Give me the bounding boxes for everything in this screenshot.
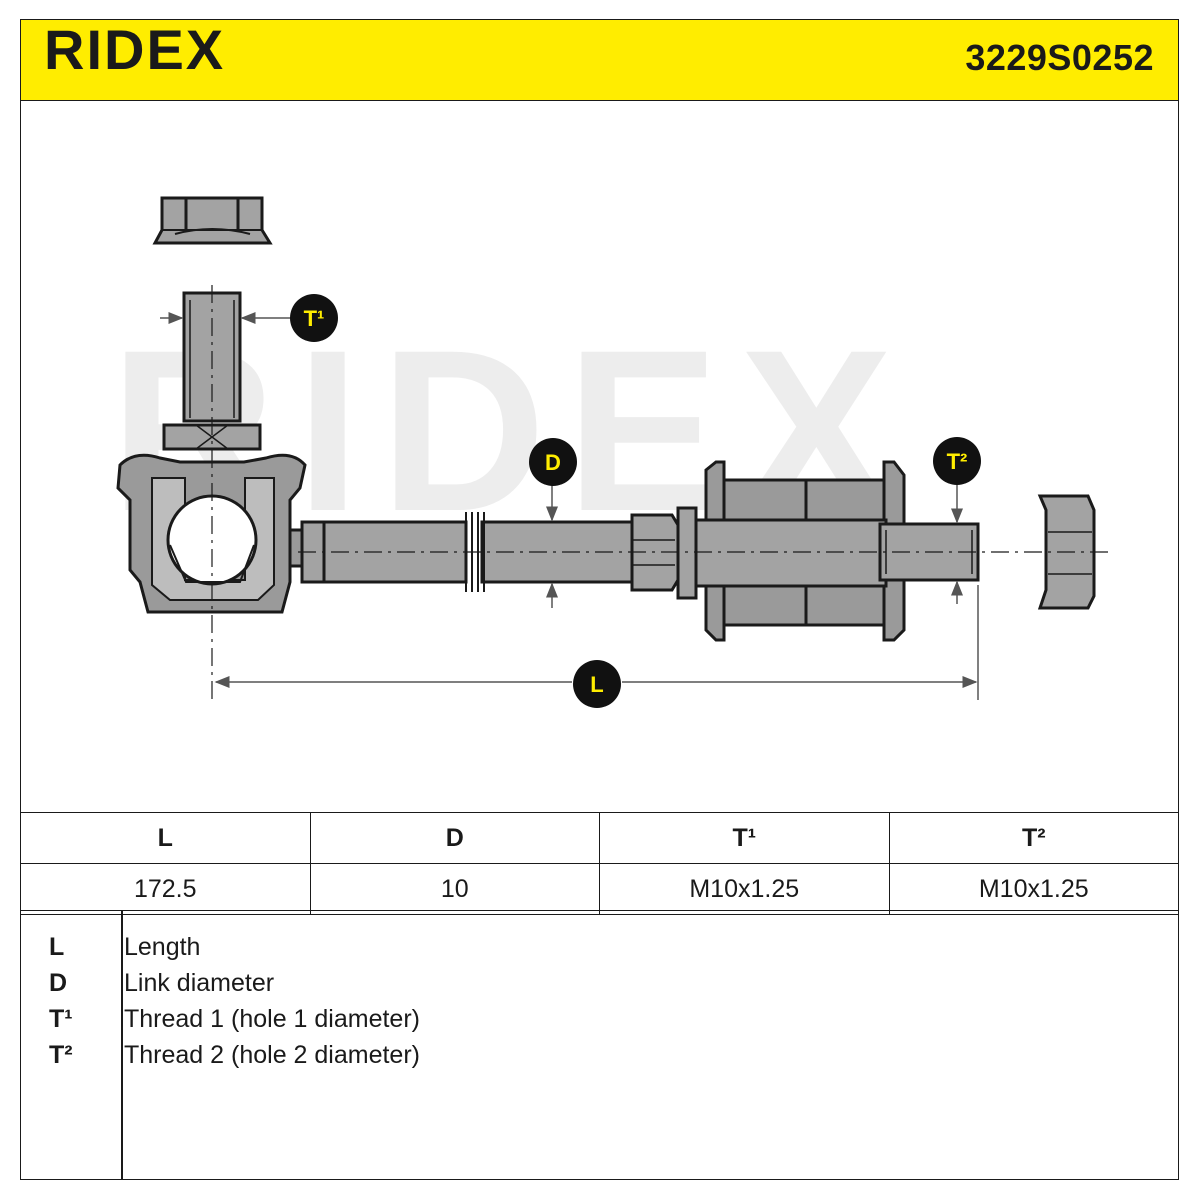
d-badge-label: D: [545, 450, 561, 475]
spec-header-d: D: [309, 812, 600, 864]
legend-key: T¹: [49, 1005, 73, 1033]
legend-key: T²: [49, 1041, 73, 1069]
legend-item: T² Thread 2 (hole 2 diameter): [21, 1037, 1180, 1073]
spec-value-t1: M10x1.25: [599, 863, 890, 915]
legend-item: L Length: [21, 929, 1180, 965]
legend-key: D: [49, 969, 68, 997]
lock-nut: [630, 506, 698, 600]
legend-description: Thread 1 (hole 1 diameter): [124, 1005, 420, 1033]
top-nut: [152, 196, 273, 245]
spec-value-d: 10: [309, 863, 600, 915]
legend-item: D Link diameter: [21, 965, 1180, 1001]
spec-header-row: L D T¹ T²: [20, 812, 1179, 864]
legend-box: L Length D Link diameter T¹ Thread 1 (ho…: [20, 910, 1179, 1180]
t2-badge: [933, 437, 981, 485]
t2-badge-label: T²: [947, 449, 968, 474]
spec-value-row: 172.5 10 M10x1.25 M10x1.25: [20, 863, 1179, 915]
l-dimension: [214, 585, 979, 700]
spec-value-l: 172.5: [20, 863, 311, 915]
part-number: 3229S0252: [965, 37, 1154, 78]
bushing-assembly: [694, 460, 906, 642]
brand-logo: RIDEX: [44, 18, 226, 81]
technical-drawing: RIDEX: [110, 196, 1110, 708]
spec-header-t1: T¹: [599, 812, 890, 864]
spec-value-t2: M10x1.25: [888, 863, 1179, 915]
legend-divider: [121, 911, 123, 1179]
legend-description: Length: [124, 933, 201, 961]
legend-description: Link diameter: [124, 969, 275, 997]
t1-badge-label: T¹: [304, 306, 325, 331]
header-bar: [20, 19, 1179, 101]
spec-table: L D T¹ T² 172.5 10 M10x1.25 M10x1.25: [20, 812, 1179, 915]
spec-header-l: L: [20, 812, 311, 864]
legend-key: L: [49, 933, 65, 961]
t1-badge: [290, 294, 338, 342]
l-badge: [573, 660, 621, 708]
legend-item: T¹ Thread 1 (hole 1 diameter): [21, 1001, 1180, 1037]
d-badge: [529, 438, 577, 486]
legend-description: Thread 2 (hole 2 diameter): [124, 1041, 420, 1069]
l-badge-label: L: [590, 672, 603, 697]
spec-header-t2: T²: [888, 812, 1179, 864]
